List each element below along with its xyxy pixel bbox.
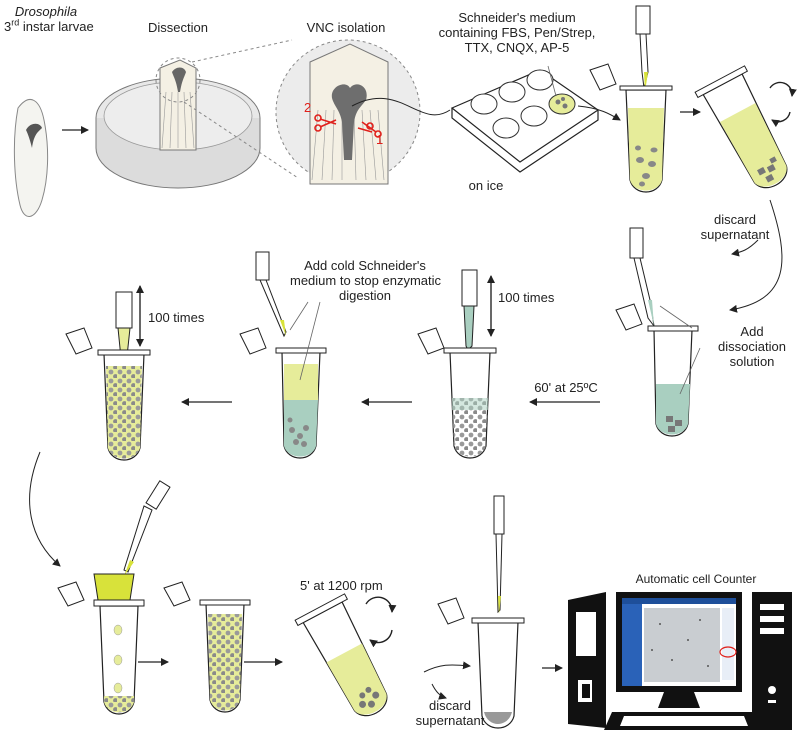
add-line-2: dissociation xyxy=(718,339,786,354)
cell-counter-label: Automatic cell Counter xyxy=(635,572,757,586)
larvae-label: Drosophila 3rd instar larvae xyxy=(4,4,94,34)
six-well-plate xyxy=(450,69,600,173)
arrow-to-tube-1 xyxy=(577,105,621,121)
add-line-1: Add xyxy=(740,324,764,339)
cold-medium-label: Add cold Schneider's medium to stop enzy… xyxy=(290,258,442,303)
discard-label-1: discard supernatant xyxy=(690,212,780,242)
tube-filtered-cells xyxy=(163,581,251,713)
discard-1-line-1: discard xyxy=(714,212,756,227)
scissors-label-1: 1 xyxy=(376,132,383,147)
cold-pointer-1 xyxy=(289,301,309,331)
discard-label-2: discard supernatant xyxy=(410,698,490,728)
tube-with-tissues xyxy=(589,5,673,193)
tube-cold-medium xyxy=(239,251,327,459)
medium-line-1: Schneider's medium xyxy=(458,10,576,25)
instar-text: instar larvae xyxy=(19,19,94,34)
add-pointer-1 xyxy=(659,305,693,329)
discard-arrow-1 xyxy=(731,239,759,257)
discard-arrow-2 xyxy=(431,683,447,700)
cold-line-1: Add cold Schneider's xyxy=(304,258,426,273)
medium-line-2: containing FBS, Pen/Strep, xyxy=(438,25,596,40)
vnc-isolation-label: VNC isolation xyxy=(306,20,386,35)
tube-dissociation xyxy=(615,227,699,437)
petri-dish xyxy=(95,57,261,189)
discard-1-line-2: supernatant xyxy=(700,227,770,242)
rotate-icon-1 xyxy=(769,81,797,128)
tube-centrifuge xyxy=(294,593,388,717)
instar-number: 3 xyxy=(4,19,12,34)
tube-triturate-cells xyxy=(65,291,151,461)
add-pointer-2 xyxy=(679,347,701,395)
drosophila-label: Drosophila xyxy=(14,4,78,19)
medium-label: Schneider's medium containing FBS, Pen/S… xyxy=(422,10,612,55)
vnc-magnified: 2 1 xyxy=(275,39,421,185)
incubation-label: 60' at 25ºC xyxy=(534,380,598,395)
tilted-tube-settling xyxy=(694,65,788,189)
hundred-times-label-2: 100 times xyxy=(148,310,205,325)
tube-filtering xyxy=(57,480,171,715)
curve-to-row3 xyxy=(29,451,61,567)
cold-line-2: medium to stop enzymatic xyxy=(290,273,442,288)
rotate-icon-2 xyxy=(365,596,397,648)
cold-pointer-2 xyxy=(299,301,321,381)
transfer-curve xyxy=(351,97,451,116)
zoom-line-bottom xyxy=(183,101,299,179)
hundred-times-label-1: 100 times xyxy=(498,290,555,305)
centrifuge-label: 5' at 1200 rpm xyxy=(300,578,383,593)
zoom-line-top xyxy=(191,39,293,63)
on-ice-label: on ice xyxy=(468,178,504,193)
discard-2-line-2: supernatant xyxy=(415,713,485,728)
curve-to-row2 xyxy=(729,199,783,313)
instar-label: 3rd instar larvae xyxy=(4,17,94,34)
instar-superscript: rd xyxy=(11,17,20,28)
dissection-label: Dissection xyxy=(148,20,208,35)
arrow-row3-c xyxy=(423,661,471,673)
cell-counter-computer xyxy=(568,592,792,730)
medium-line-3: TTX, CNQX, AP-5 xyxy=(464,40,570,55)
tube-pellet xyxy=(437,495,525,729)
discard-2-line-1: discard xyxy=(429,698,471,713)
add-line-3: solution xyxy=(729,354,775,369)
medium-pointer-line xyxy=(547,65,557,97)
larva-illustration xyxy=(13,99,49,217)
scissors-label-2: 2 xyxy=(304,100,311,115)
add-dissociation-label: Add dissociation solution xyxy=(712,324,792,369)
cold-line-3: digestion xyxy=(338,288,392,303)
tube-trituration xyxy=(417,269,497,459)
